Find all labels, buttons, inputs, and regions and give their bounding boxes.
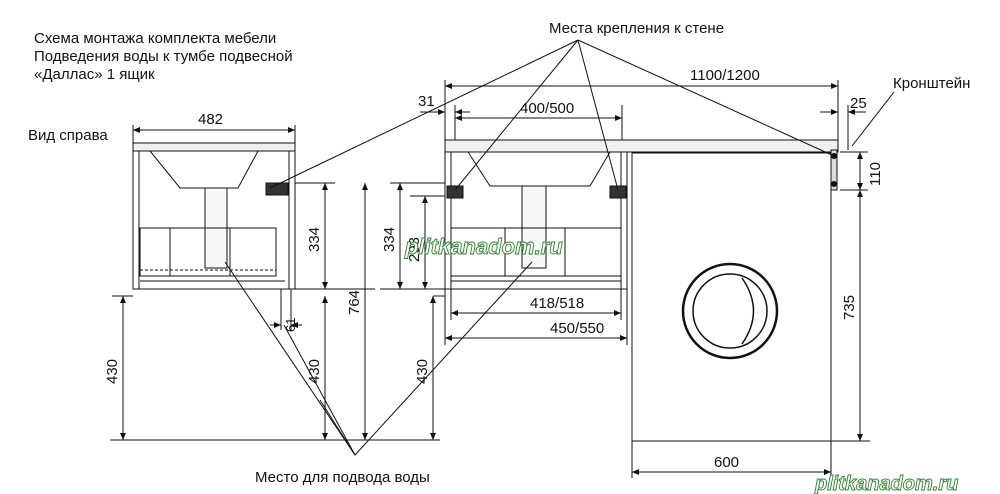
front-siphon (521, 185, 547, 269)
dim-110: 110 (867, 162, 884, 186)
title-line-1: Схема монтажа комплекта мебели (34, 30, 277, 47)
bracket (830, 149, 838, 191)
bracket-label: Кронштейн (893, 75, 970, 92)
dim-764: 764 (346, 290, 363, 315)
side-view-label: Вид справа (28, 127, 108, 144)
side-basin (149, 150, 259, 189)
dim-418-518: 418/518 (530, 295, 584, 312)
watermark-corner: plitkanadom.ru (814, 473, 958, 494)
dim-450-550: 450/550 (550, 320, 604, 337)
washing-machine-door-inner (692, 273, 768, 349)
schema-title: Схема монтажа комплекта мебели Подведени… (34, 30, 293, 84)
side-countertop (132, 142, 296, 152)
dim-31: 31 (418, 93, 435, 110)
water-supply-leaders (224, 261, 533, 456)
dim-1100-1200: 1100/1200 (690, 67, 760, 84)
side-drawer (139, 227, 277, 277)
wall-mounts-label: Места крепления к стене (549, 20, 724, 37)
dim-735: 735 (841, 295, 858, 320)
front-basin (467, 151, 611, 187)
dim-400-500: 400/500 (520, 100, 574, 117)
dim-482: 482 (198, 111, 223, 128)
dim-293: 293 (406, 237, 423, 262)
wall-mount-leaders (269, 39, 835, 191)
dim-front-334: 334 (381, 227, 398, 252)
side-view (110, 125, 440, 441)
title-line-3: «Даллас» 1 ящик (34, 66, 155, 83)
dim-side-430-left: 430 (104, 359, 121, 384)
side-wall-mount (265, 182, 289, 196)
front-mount-left (446, 185, 464, 199)
dim-25: 25 (850, 95, 867, 112)
front-cabinet-body (444, 151, 628, 290)
dim-side-334: 334 (306, 227, 323, 252)
washing-machine-body (631, 152, 832, 442)
dim-61: 61 (283, 318, 298, 332)
watermark-center: plitkanadom.ru (404, 234, 563, 259)
side-cabinet-body (132, 150, 296, 290)
water-supply-label: Место для подвода воды (255, 469, 430, 486)
title-line-2: Подведения воды к тумбе подвесной (34, 48, 293, 65)
washing-machine-door-outer (681, 262, 779, 360)
dim-600: 600 (714, 454, 739, 471)
dim-side-430-mid: 430 (306, 359, 323, 384)
front-mount-right (609, 185, 627, 199)
front-drawer (450, 227, 622, 277)
front-view (380, 80, 870, 478)
dim-front-430: 430 (414, 359, 431, 384)
front-countertop (444, 139, 839, 153)
